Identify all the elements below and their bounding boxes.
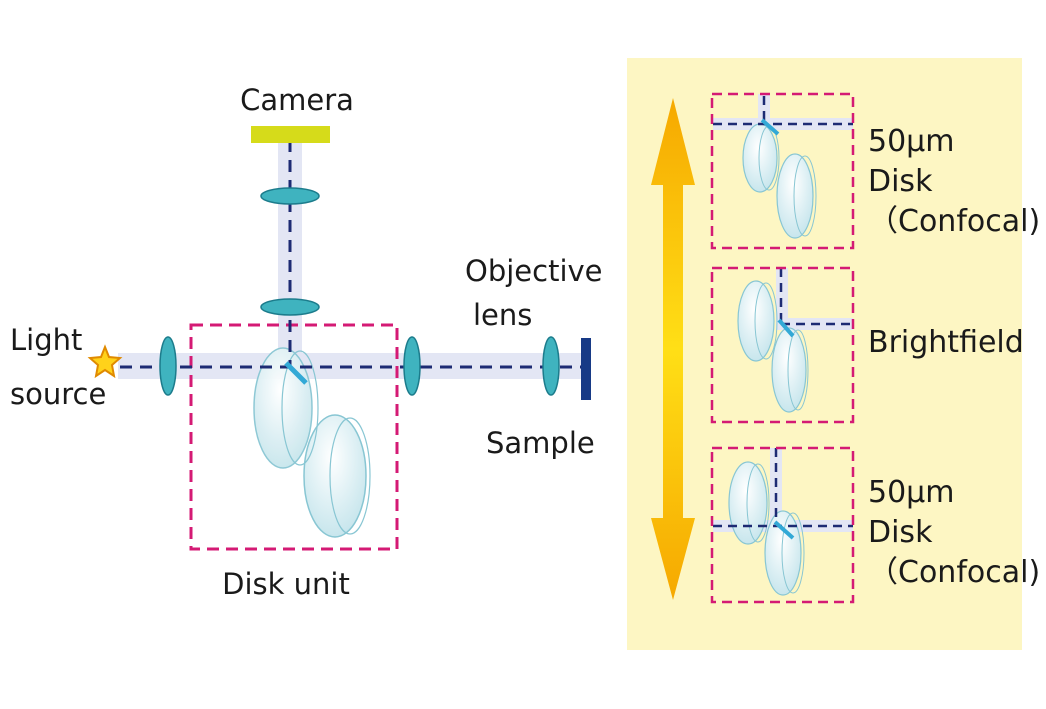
disk-upper-inner bbox=[281, 350, 319, 466]
mode-2-label: Brightfield bbox=[868, 325, 1024, 360]
mode-1-label-line1: 50μm bbox=[868, 124, 954, 159]
mode-box-confocal-top bbox=[710, 92, 855, 250]
light-source-label-line1: Light bbox=[10, 323, 82, 357]
camera-label: Camera bbox=[240, 83, 354, 117]
double-arrow-icon bbox=[651, 98, 695, 600]
objective-lens bbox=[542, 336, 560, 396]
light-source-label-line2: source bbox=[10, 377, 106, 411]
illumination-lens bbox=[159, 336, 177, 396]
dichroic-mirror bbox=[284, 361, 308, 385]
disk-unit-box bbox=[189, 323, 399, 551]
mode-1-label-line2: Disk bbox=[868, 164, 933, 199]
tube-lens-upper bbox=[260, 187, 320, 205]
sample-slide bbox=[581, 338, 591, 400]
mode-panel-background bbox=[627, 58, 1022, 650]
tube-lens-lower bbox=[260, 298, 320, 316]
disk-lower-inner bbox=[329, 417, 371, 535]
camera-sensor bbox=[251, 126, 330, 143]
mode-box-confocal-bottom bbox=[710, 446, 855, 604]
disk-unit-label: Disk unit bbox=[222, 567, 350, 601]
main-schematic: Camera Objective lens Light source Sampl… bbox=[10, 83, 603, 601]
star-icon bbox=[87, 344, 123, 379]
objective-label-line1: Objective bbox=[465, 254, 603, 288]
disk-lower bbox=[303, 414, 367, 538]
mode-1-label-line3: （Confocal) bbox=[868, 204, 1040, 239]
mode-3-label-line3: （Confocal) bbox=[868, 555, 1040, 590]
relay-lens bbox=[403, 336, 421, 396]
mode-panel: 50μm Disk （Confocal) Brightfield 50μm Di… bbox=[627, 58, 1040, 650]
mode-3-label-line1: 50μm bbox=[868, 475, 954, 510]
objective-label-line2: lens bbox=[473, 298, 532, 332]
mode-box-brightfield bbox=[710, 266, 855, 424]
sample-label: Sample bbox=[486, 426, 595, 460]
mode-3-label-line2: Disk bbox=[868, 515, 933, 550]
